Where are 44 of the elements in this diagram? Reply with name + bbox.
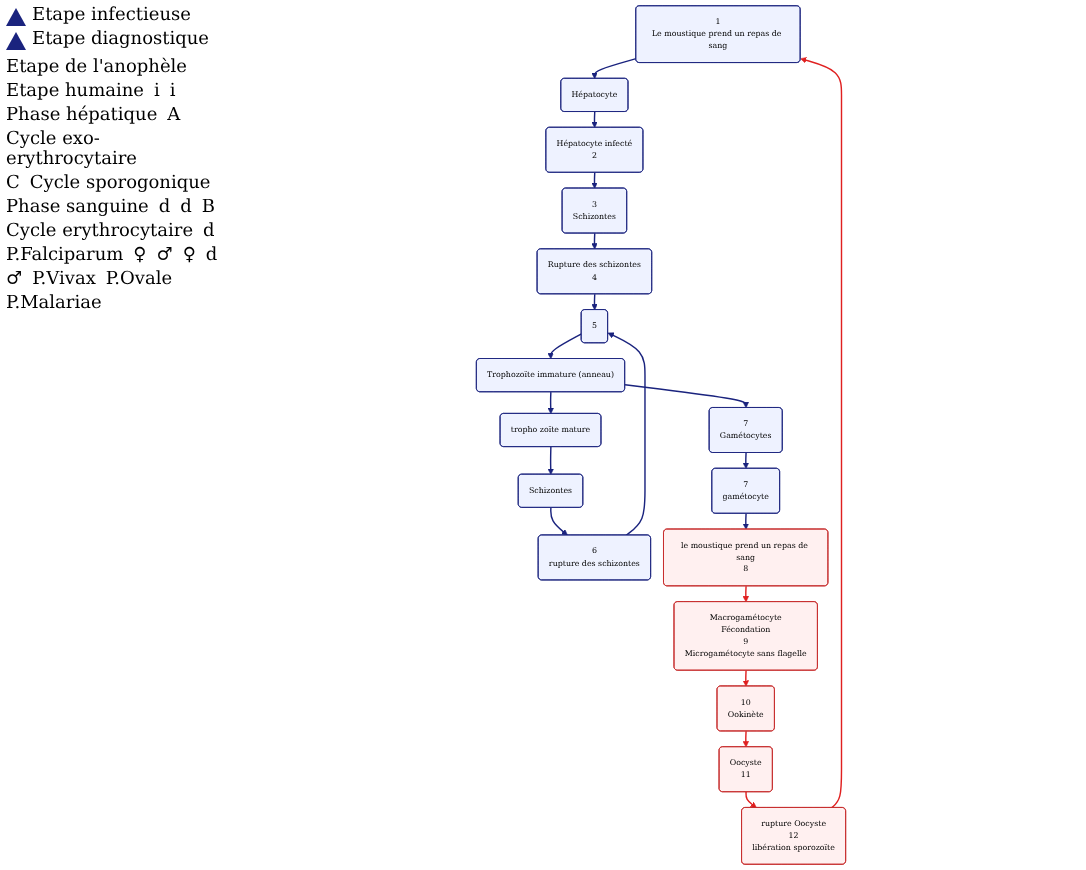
arrow xyxy=(591,57,637,79)
diagram-label: i xyxy=(169,82,176,102)
arrow xyxy=(624,384,749,409)
diagram-label: ♀ xyxy=(133,246,147,266)
arrow xyxy=(547,333,583,360)
diagram-label: P.Vivax xyxy=(32,270,96,290)
diagram-label: d xyxy=(203,222,215,242)
diagram-label: Etape de l'anophèle xyxy=(6,58,187,78)
arrow xyxy=(742,452,749,469)
diagram-label: P.Malariae xyxy=(6,294,102,314)
arrow xyxy=(742,669,749,687)
arrow xyxy=(591,232,598,250)
diagram-label: d xyxy=(180,198,192,218)
legend-text: Etape infectieuse xyxy=(32,6,191,26)
arrow xyxy=(591,293,598,311)
arrow xyxy=(547,446,554,475)
arrow xyxy=(591,111,598,128)
diagram-label: ♂ xyxy=(156,246,173,266)
diagram-label: ♀ xyxy=(182,246,196,266)
arrow xyxy=(742,730,749,748)
arrow xyxy=(591,171,598,189)
arrow xyxy=(607,332,646,536)
diagram-label: d xyxy=(205,246,218,266)
diagram-label: ♂ xyxy=(6,270,23,290)
diagram-label: Phase hépatique xyxy=(6,106,158,126)
arrow xyxy=(742,585,749,603)
diagram-label: Cycle sporogonique xyxy=(29,174,211,194)
diagram-label: Cycle exo-erythrocytaire xyxy=(6,130,139,170)
arrow xyxy=(800,57,843,809)
arrow xyxy=(742,512,749,530)
arrow xyxy=(745,791,757,809)
diagram-label: i xyxy=(154,82,160,102)
diagram-label: P.Ovale xyxy=(105,270,173,290)
diagram-label: Etape humaine xyxy=(6,82,144,102)
diagram-label: Phase sanguine xyxy=(6,198,149,218)
diagram-label: d xyxy=(158,198,171,218)
diagram-label: C xyxy=(6,174,20,194)
arrow xyxy=(547,391,554,414)
diagram-label: P.Falciparum xyxy=(6,246,124,266)
diagram-label: A xyxy=(167,106,181,126)
arrow xyxy=(550,507,568,536)
diagram-label: Cycle erythrocytaire xyxy=(6,222,194,242)
diagram-label: B xyxy=(201,198,216,218)
legend-text: Etape diagnostique xyxy=(32,30,209,50)
